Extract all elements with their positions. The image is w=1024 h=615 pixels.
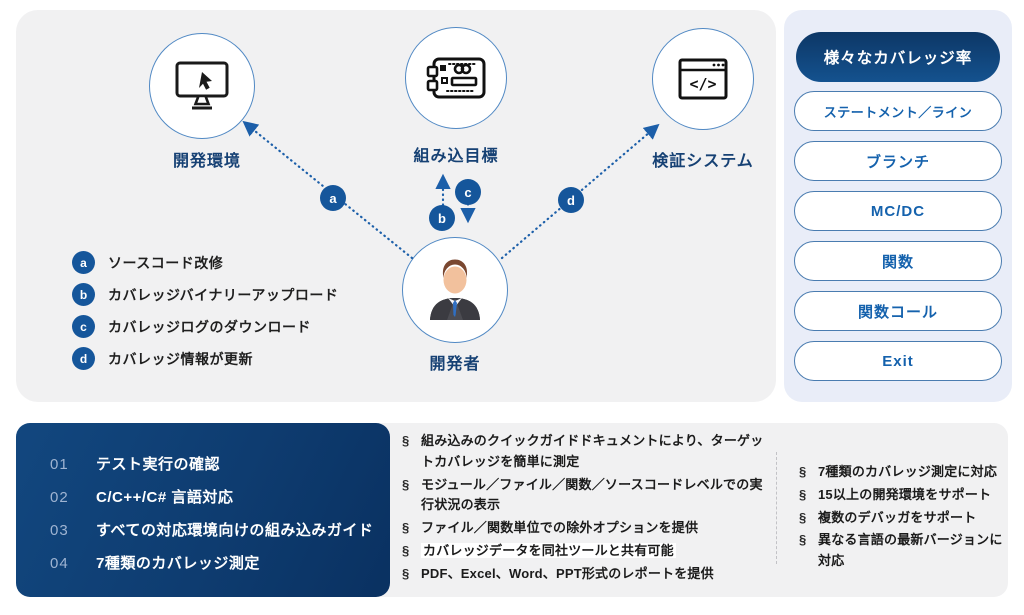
arrow-legend: a ソースコード改修 b カバレッジバイナリーアップロード c カバレッジログの…: [72, 251, 338, 379]
coverage-panel: 様々なカバレッジ率 ステートメント／ライン ブランチ MC/DC 関数 関数コー…: [784, 10, 1012, 402]
bullet-item: § 15以上の開発環境をサポート: [799, 485, 1007, 506]
bullet-item: § 7種類のカバレッジ測定に対応: [799, 462, 1007, 483]
feature-number: 03: [50, 522, 69, 539]
legend-text-d: カバレッジ情報が更新: [108, 350, 253, 367]
feature-row-4: 04 7種類のカバレッジ測定: [50, 552, 380, 573]
bullet-text: 複数のデバッガをサポート: [818, 509, 977, 525]
section-marker: §: [402, 565, 410, 581]
bullet-item: § 異なる言語の最新バージョンに対応: [799, 530, 1007, 572]
middle-bullet-list: § 組み込みのクイックガイドドキュメントにより、ターゲットカバレッジを簡単に測定…: [402, 431, 766, 587]
legend-badge-d: d: [72, 347, 95, 370]
feature-row-3: 03 すべての対応環境向けの組み込みガイド: [50, 519, 380, 540]
bullet-item: § PDF、Excel、Word、PPT形式のレポートを提供: [402, 564, 766, 585]
circuit-board-icon: [426, 57, 486, 99]
node-verification-system: </>: [652, 28, 754, 130]
bullet-item: § モジュール／ファイル／関数／ソースコードレベルでの実行状況の表示: [402, 475, 766, 517]
column-divider: [776, 452, 777, 564]
feature-text: すべての対応環境向けの組み込みガイド: [96, 522, 374, 539]
section-marker: §: [402, 520, 410, 536]
section-marker: §: [799, 532, 807, 548]
coverage-button-function[interactable]: 関数: [794, 241, 1002, 281]
bullet-text: ファイル／関数単位での除外オプションを提供: [421, 520, 699, 536]
bullet-item: § ファイル／関数単位での除外オプションを提供: [402, 518, 766, 539]
legend-item-d: d カバレッジ情報が更新: [72, 347, 338, 370]
feature-number: 02: [50, 489, 69, 506]
coverage-title-button[interactable]: 様々なカバレッジ率: [796, 32, 1000, 82]
bullet-item: § カバレッジデータを同社ツールと共有可能: [402, 541, 766, 562]
monitor-icon: [175, 61, 229, 110]
bullet-item: § 複数のデバッガをサポート: [799, 508, 1007, 529]
feature-number: 04: [50, 555, 69, 572]
legend-text-b: カバレッジバイナリーアップロード: [108, 286, 339, 303]
arrow-badge-c: c: [455, 179, 481, 205]
feature-row-1: 01 テスト実行の確認: [50, 453, 380, 474]
numbered-features-box: 01 テスト実行の確認 02 C/C++/C# 言語対応 03 すべての対応環境…: [16, 423, 390, 597]
coverage-button-statement-line[interactable]: ステートメント／ライン: [794, 91, 1002, 131]
bullet-text: PDF、Excel、Word、PPT形式のレポートを提供: [421, 565, 714, 581]
node-developer: [402, 237, 508, 343]
bullet-text-highlighted: カバレッジデータを同社ツールと共有可能: [421, 542, 676, 558]
legend-badge-a: a: [72, 251, 95, 274]
section-marker: §: [799, 486, 807, 502]
developer-avatar: [430, 259, 480, 320]
feature-text: 7種類のカバレッジ測定: [96, 555, 260, 572]
arrow-badge-b: b: [429, 205, 455, 231]
node-dev-environment: [149, 33, 255, 139]
legend-item-a: a ソースコード改修: [72, 251, 338, 274]
bullet-text: 15以上の開発環境をサポート: [818, 486, 992, 502]
node-label-verification-system: 検証システム: [652, 153, 754, 170]
node-label-embedded-target: 組み込目標: [413, 148, 499, 165]
bullet-text: 異なる言語の最新バージョンに対応: [818, 532, 1003, 569]
coverage-button-function-call[interactable]: 関数コール: [794, 291, 1002, 331]
svg-text:</>: </>: [689, 75, 716, 93]
legend-badge-c: c: [72, 315, 95, 338]
legend-item-b: b カバレッジバイナリーアップロード: [72, 283, 338, 306]
arrow-badge-d: d: [558, 187, 584, 213]
legend-item-c: c カバレッジログのダウンロード: [72, 315, 338, 338]
legend-text-a: ソースコード改修: [108, 254, 224, 271]
section-marker: §: [402, 476, 410, 492]
node-embedded-target: [405, 27, 507, 129]
coverage-button-branch[interactable]: ブランチ: [794, 141, 1002, 181]
feature-row-2: 02 C/C++/C# 言語対応: [50, 486, 380, 507]
section-marker: §: [799, 464, 807, 479]
coverage-button-mcdc[interactable]: MC/DC: [794, 191, 1002, 231]
arrow-badge-a: a: [320, 185, 346, 211]
feature-number: 01: [50, 456, 69, 473]
section-marker: §: [402, 542, 410, 558]
code-window-icon: </>: [678, 58, 728, 100]
feature-text: C/C++/C# 言語対応: [96, 489, 234, 506]
legend-badge-b: b: [72, 283, 95, 306]
bullet-item: § 組み込みのクイックガイドドキュメントにより、ターゲットカバレッジを簡単に測定: [402, 431, 766, 473]
section-marker: §: [402, 433, 410, 448]
legend-text-c: カバレッジログのダウンロード: [108, 318, 311, 335]
node-label-developer: 開発者: [429, 356, 481, 373]
coverage-button-exit[interactable]: Exit: [794, 341, 1002, 381]
bullet-text: モジュール／ファイル／関数／ソースコードレベルでの実行状況の表示: [421, 476, 763, 513]
section-marker: §: [799, 509, 807, 525]
node-label-dev-environment: 開発環境: [172, 153, 241, 170]
feature-text: テスト実行の確認: [96, 456, 221, 473]
right-bullet-list: § 7種類のカバレッジ測定に対応 § 15以上の開発環境をサポート § 複数のデ…: [799, 462, 1007, 574]
bullet-text: 7種類のカバレッジ測定に対応: [818, 464, 998, 479]
bullet-text: 組み込みのクイックガイドドキュメントにより、ターゲットカバレッジを簡単に測定: [421, 433, 764, 469]
